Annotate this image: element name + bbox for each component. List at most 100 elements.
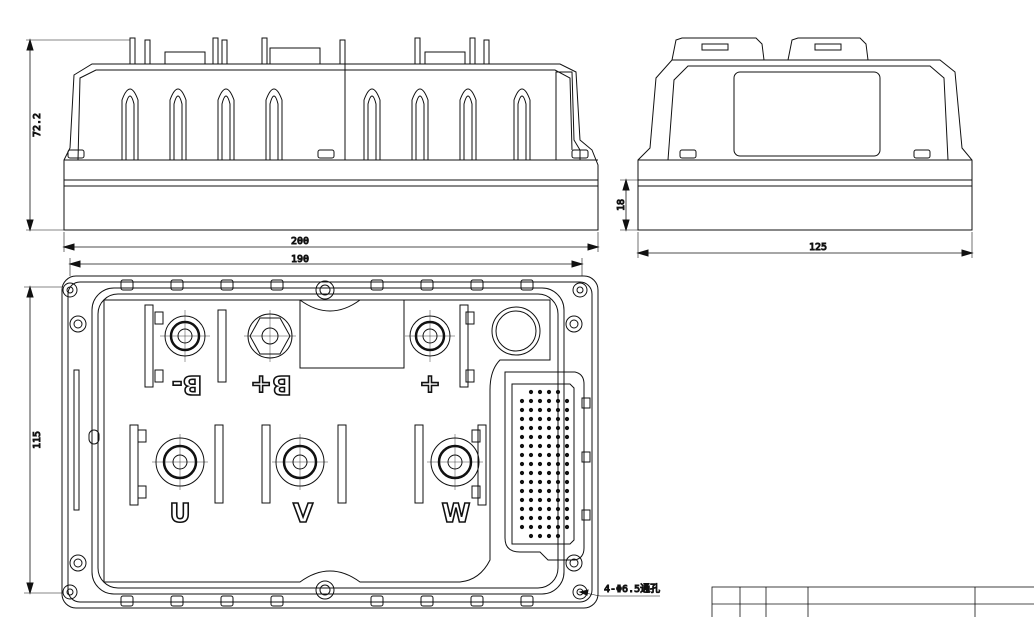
label-b-minus: B- — [172, 369, 203, 399]
connector-pin — [519, 407, 525, 413]
connector-pin — [564, 434, 570, 440]
connector-pin — [555, 515, 561, 521]
connector-pin — [546, 497, 552, 503]
connector-pin — [528, 443, 534, 449]
connector-pin — [528, 515, 534, 521]
connector-pin — [537, 452, 543, 458]
connector-pin — [528, 434, 534, 440]
connector-pin — [546, 452, 552, 458]
dim-bottom-width — [68, 258, 584, 276]
connector-pin — [564, 398, 570, 404]
connector-pin — [555, 452, 561, 458]
side-view — [637, 37, 973, 231]
dim-top-height-label: 115 — [32, 431, 43, 449]
connector-pin — [555, 389, 561, 395]
connector-pin — [537, 479, 543, 485]
connector-pin — [546, 416, 552, 422]
connector-pin — [546, 389, 552, 395]
vent-plug — [491, 306, 541, 356]
connector-pin — [546, 434, 552, 440]
connector-pin — [546, 479, 552, 485]
connector-pin — [519, 461, 525, 467]
connector-pin — [537, 407, 543, 413]
label-w: W — [442, 499, 471, 529]
connector-pin — [528, 488, 534, 494]
connector-pin — [546, 461, 552, 467]
dim-side-width — [636, 232, 974, 258]
terminal-plus — [405, 310, 455, 362]
label-v: V — [293, 499, 313, 529]
connector-pin — [555, 488, 561, 494]
connector-pin — [519, 524, 525, 530]
dim-side-base — [620, 178, 638, 232]
connector-pin — [528, 416, 534, 422]
connector-pin — [555, 443, 561, 449]
terminal-b-plus — [244, 310, 296, 362]
dim-front-height-label: 72.2 — [32, 113, 43, 137]
terminal-u — [152, 434, 208, 490]
connector-pin — [555, 506, 561, 512]
connector-pin — [564, 452, 570, 458]
connector-pin — [537, 533, 543, 539]
connector-pin — [555, 470, 561, 476]
connector-pin — [528, 452, 534, 458]
connector-pin — [519, 398, 525, 404]
dim-front-width-label: 200 — [291, 236, 309, 247]
dim-bottom-width-label: 190 — [291, 254, 309, 265]
connector-pin — [528, 506, 534, 512]
connector-pin — [564, 425, 570, 431]
connector-pin — [528, 479, 534, 485]
connector-pin — [519, 497, 525, 503]
connector-pin — [564, 488, 570, 494]
connector-pin — [528, 407, 534, 413]
connector-pin — [537, 515, 543, 521]
connector-pin — [528, 389, 534, 395]
connector-pin — [555, 461, 561, 467]
hole-note-leader — [578, 589, 660, 597]
connector-pin — [546, 488, 552, 494]
connector-pin — [537, 524, 543, 530]
connector-pin — [564, 524, 570, 530]
connector-pin — [519, 470, 525, 476]
connector-pin — [519, 479, 525, 485]
dim-side-base-label: 18 — [616, 199, 627, 211]
connector-pin — [519, 515, 525, 521]
connector-pin — [519, 425, 525, 431]
connector-pin — [555, 425, 561, 431]
connector-pin — [537, 434, 543, 440]
dim-top-height — [24, 285, 62, 595]
signal-connector — [504, 371, 591, 561]
connector-pin — [564, 461, 570, 467]
connector-pin — [555, 524, 561, 530]
connector-pin — [546, 398, 552, 404]
connector-pin — [519, 434, 525, 440]
dim-front-height — [26, 38, 130, 232]
front-studs — [129, 37, 490, 65]
connector-pin — [519, 443, 525, 449]
top-view — [61, 275, 599, 609]
connector-pin — [519, 416, 525, 422]
label-plus: + — [419, 369, 441, 399]
connector-pin — [546, 425, 552, 431]
connector-pin — [564, 515, 570, 521]
connector-pin — [537, 398, 543, 404]
connector-pin — [546, 524, 552, 530]
connector-pin — [537, 443, 543, 449]
connector-pin — [537, 425, 543, 431]
connector-pin — [555, 497, 561, 503]
connector-pin — [537, 488, 543, 494]
label-b-plus: B+ — [250, 369, 292, 399]
connector-pin — [519, 452, 525, 458]
connector-pin — [528, 398, 534, 404]
connector-pin — [555, 407, 561, 413]
title-block — [711, 586, 1034, 617]
connector-pin — [555, 434, 561, 440]
mounting-holes — [62, 280, 588, 600]
terminal-w — [427, 434, 483, 490]
connector-pin — [519, 488, 525, 494]
connector-pin — [528, 470, 534, 476]
connector-pin — [555, 398, 561, 404]
terminal-v — [272, 434, 328, 490]
connector-pin — [519, 506, 525, 512]
